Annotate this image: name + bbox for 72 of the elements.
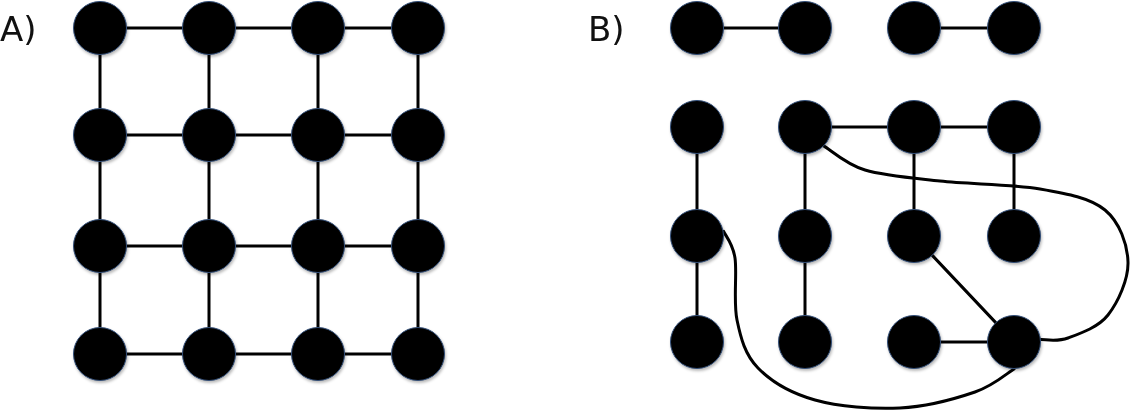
edge-line <box>125 352 184 356</box>
graph-node <box>73 327 127 381</box>
graph-node <box>291 1 345 55</box>
graph-node <box>73 108 127 162</box>
edge-line <box>803 152 807 211</box>
graph-node <box>778 100 832 154</box>
graph-node <box>987 100 1041 154</box>
graph-node <box>391 219 445 273</box>
graph-node <box>291 327 345 381</box>
graph-node <box>670 209 724 263</box>
graph-node <box>291 108 345 162</box>
edge-line <box>207 160 211 221</box>
graph-node <box>987 1 1041 55</box>
edge-line <box>343 26 393 30</box>
edge-line <box>416 271 420 329</box>
edge-line <box>695 261 699 317</box>
edge-line <box>1012 152 1016 211</box>
graph-node <box>887 1 941 55</box>
edge-line <box>416 53 420 110</box>
edge-line <box>316 53 320 110</box>
edge-line <box>207 53 211 110</box>
panel-label: A) <box>0 12 37 46</box>
graph-node <box>887 100 941 154</box>
graph-node <box>670 100 724 154</box>
graph-node <box>887 209 941 263</box>
graph-node <box>887 315 941 369</box>
graph-node <box>391 1 445 55</box>
edge-line <box>234 26 293 30</box>
graph-node <box>73 1 127 55</box>
edge-line <box>931 254 997 324</box>
edge-line <box>939 340 989 344</box>
edge-line <box>316 271 320 329</box>
edge-line <box>234 352 293 356</box>
edge-line <box>722 26 780 30</box>
edge-line <box>98 271 102 329</box>
graph-node <box>391 108 445 162</box>
edge-line <box>695 152 699 211</box>
graph-node <box>778 1 832 55</box>
edge-line <box>125 133 184 137</box>
panel-label: B) <box>588 12 625 46</box>
edge-line <box>343 352 393 356</box>
graph-node <box>778 315 832 369</box>
edge-line <box>416 160 420 221</box>
edge-line <box>822 144 1130 342</box>
edge-line <box>125 244 184 248</box>
edge-line <box>98 160 102 221</box>
edge-line <box>803 261 807 317</box>
graph-node <box>670 1 724 55</box>
graph-node <box>291 219 345 273</box>
graph-node <box>987 315 1041 369</box>
edge-line <box>234 244 293 248</box>
edge-line <box>98 53 102 110</box>
edge-line <box>343 244 393 248</box>
edge-line <box>234 133 293 137</box>
edge-line <box>830 125 889 129</box>
graph-node <box>73 219 127 273</box>
edge-line <box>207 271 211 329</box>
graph-node <box>987 209 1041 263</box>
graph-node <box>182 327 236 381</box>
edge-line <box>316 160 320 221</box>
edge-line <box>343 133 393 137</box>
edge-line <box>125 26 184 30</box>
graph-node <box>778 209 832 263</box>
graph-node <box>182 108 236 162</box>
edge-line <box>939 26 989 30</box>
graph-node <box>182 219 236 273</box>
edge-line <box>912 152 916 211</box>
edge-line <box>939 125 989 129</box>
graph-node <box>391 327 445 381</box>
graph-node <box>182 1 236 55</box>
graph-node <box>670 315 724 369</box>
edge-line <box>722 229 1016 410</box>
